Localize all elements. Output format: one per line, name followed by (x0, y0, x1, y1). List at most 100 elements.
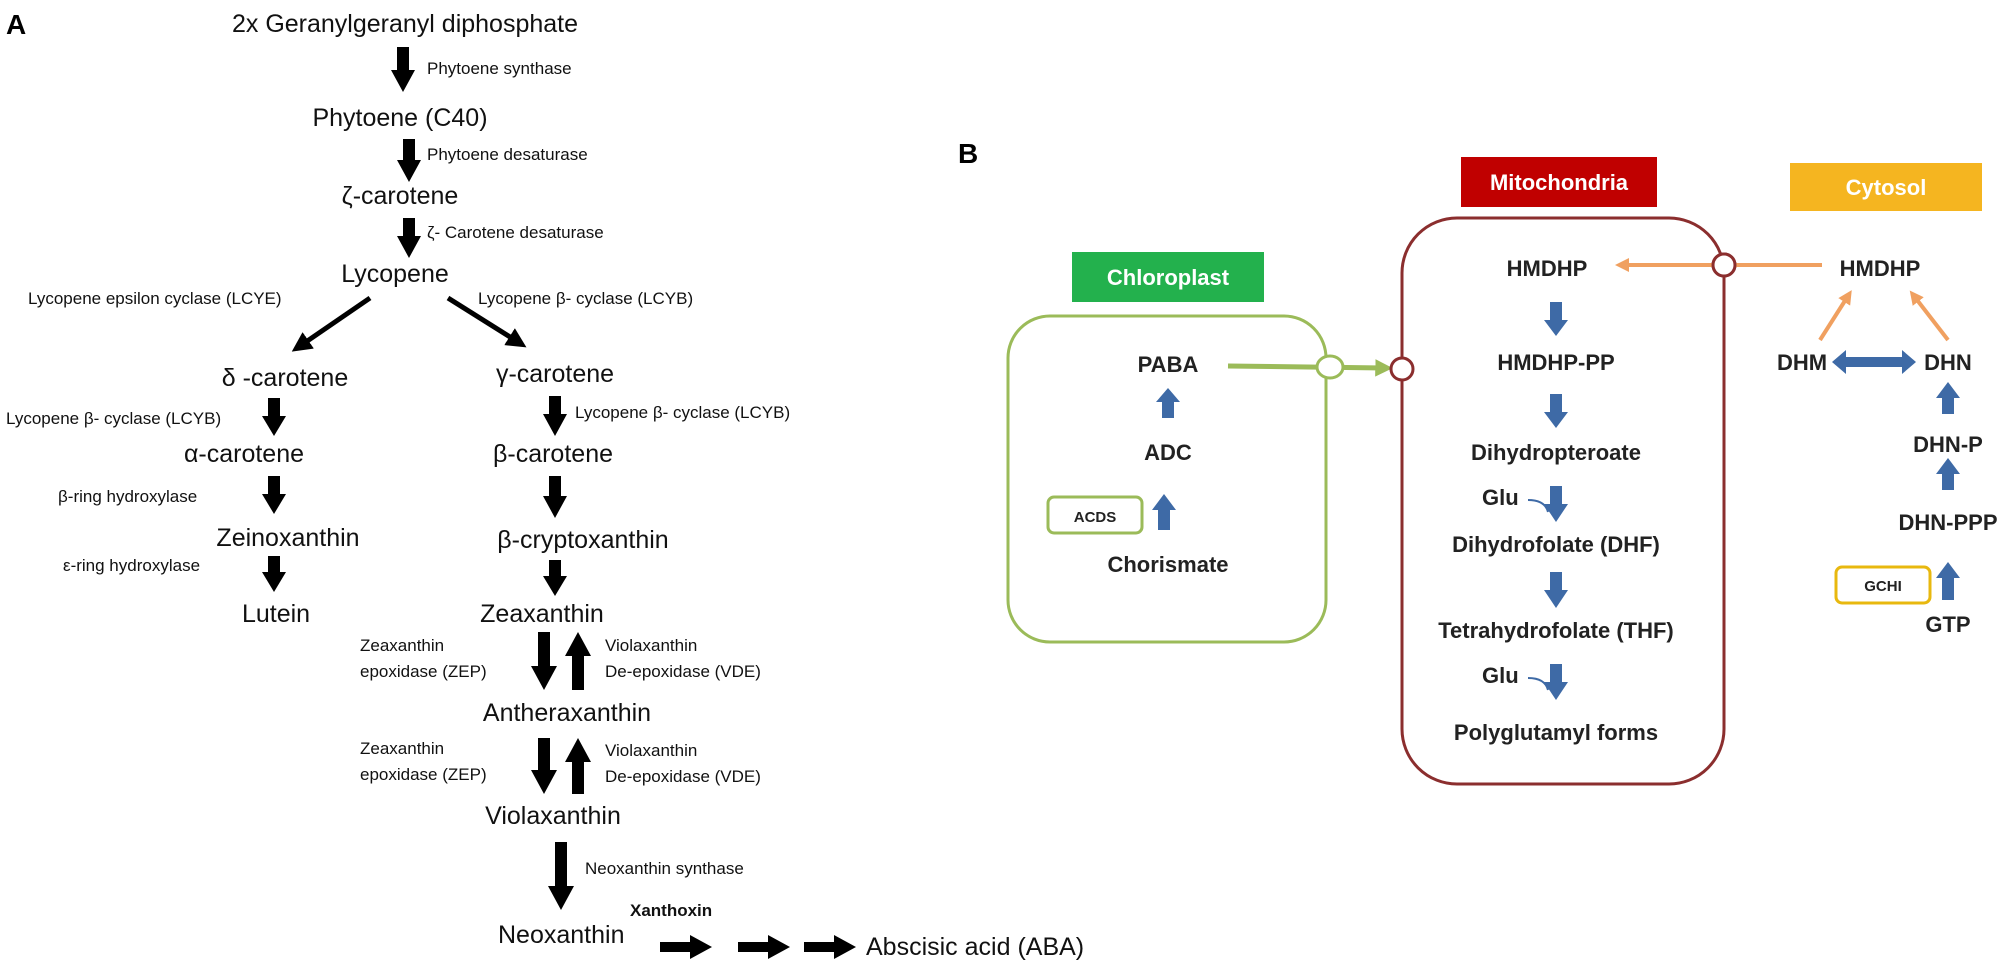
node-adc: ADC (1144, 440, 1192, 465)
node-glu1: Glu (1482, 485, 1519, 510)
enzyme-beta-ring: β-ring hydroxylase (58, 487, 197, 506)
node-dhn-ppp: DHN-PPP (1898, 510, 1997, 535)
arrow-dhnppp-dhnp (1936, 458, 1960, 490)
mitochondria-label: Mitochondria (1490, 170, 1629, 195)
arrow-gtp-dhnppp (1936, 562, 1960, 600)
node-antheraxanthin: Antheraxanthin (483, 699, 651, 727)
node-neoxanthin: Neoxanthin (498, 921, 624, 949)
node-violaxanthin: Violaxanthin (485, 802, 621, 830)
arrow-alpha-zeino (262, 476, 286, 514)
glu1-curve (1527, 499, 1549, 513)
chloroplast-compartment (1006, 314, 1328, 644)
arrow-dhnp-dhn (1936, 382, 1960, 414)
node-dhm: DHM (1777, 350, 1827, 375)
arrow-beta-crypto (543, 476, 567, 518)
node-chorismate: Chorismate (1107, 552, 1228, 577)
cytosol-header (1790, 163, 1982, 211)
enzyme-epsilon-ring: ε-ring hydroxylase (63, 556, 200, 575)
node-beta-cryptoxanthin: β-cryptoxanthin (497, 526, 668, 554)
enzyme-lcyb-gamma: Lycopene β- cyclase (LCYB) (575, 403, 790, 422)
enzyme-vde1-line1: Violaxanthin (605, 636, 697, 655)
arrow-zeta-lycopene (397, 218, 421, 258)
node-paba: PABA (1138, 352, 1199, 377)
node-dhn-p: DHN-P (1913, 432, 1983, 457)
enzyme-lcyb-right: Lycopene β- cyclase (LCYB) (478, 289, 693, 308)
node-mito-hmdhp: HMDHP (1507, 256, 1588, 281)
node-beta-carotene: β-carotene (493, 440, 613, 468)
arrow-pp-dihydropteroate (1544, 394, 1568, 428)
enzyme-vde1-line2: De-epoxidase (VDE) (605, 662, 761, 681)
node-dihydropteroate: Dihydropteroate (1471, 440, 1641, 465)
glu2-curve (1527, 677, 1549, 691)
node-gamma-carotene: γ-carotene (496, 360, 614, 388)
arrow-dhn-hmdhp (1909, 290, 1950, 342)
node-delta-carotene: δ -carotene (222, 364, 348, 392)
enzyme-zep1-line1: Zeaxanthin (360, 636, 444, 655)
node-aba: Abscisic acid (ABA) (866, 933, 1084, 961)
enzyme-zep2-line1: Zeaxanthin (360, 739, 444, 758)
mitochondria-transporter-left (1389, 356, 1415, 382)
node-zeta-carotene: ζ-carotene (342, 182, 459, 210)
enzyme-lcyb-left: Lycopene β- cyclase (LCYB) (6, 409, 221, 428)
enzyme-acds: ACDS (1074, 509, 1117, 526)
enzyme-neoxanthin-synthase: Neoxanthin synthase (585, 859, 744, 878)
node-dhf: Dihydrofolate (DHF) (1452, 532, 1660, 557)
arrow-anthera-zea-up (565, 632, 591, 690)
arrow-lycopene-delta (291, 295, 372, 352)
arrow-hmdhp-pp (1544, 302, 1568, 336)
node-lycopene: Lycopene (341, 260, 449, 288)
arrow-adc-paba (1156, 388, 1180, 418)
arrow-viola-anthera-up (565, 738, 591, 794)
panel-b-label: B (958, 138, 978, 169)
arrow-gamma-beta (543, 396, 567, 436)
chloroplast-header (1072, 252, 1264, 302)
enzyme-zep2-line2: epoxidase (ZEP) (360, 765, 487, 784)
cytosol-transporter (1711, 252, 1737, 278)
node-polyglutamyl: Polyglutamyl forms (1454, 720, 1658, 745)
enzyme-lcye: Lycopene epsilon cyclase (LCYE) (28, 289, 282, 308)
node-zeaxanthin: Zeaxanthin (480, 600, 604, 628)
mitochondria-compartment (1400, 216, 1726, 786)
arrow-aba-3 (804, 935, 856, 959)
node-lutein: Lutein (242, 600, 310, 628)
node-phytoene: Phytoene (C40) (312, 104, 487, 132)
node-alpha-carotene: α-carotene (184, 440, 304, 468)
node-thf: Tetrahydrofolate (THF) (1438, 618, 1673, 643)
node-dhn: DHN (1924, 350, 1972, 375)
arrow-dhm-hmdhp (1818, 290, 1852, 342)
cytosol-label: Cytosol (1846, 175, 1927, 200)
enzyme-gchi: GCHI (1864, 578, 1902, 595)
panel-a-label: A (6, 9, 26, 40)
gchi-box (1834, 565, 1932, 605)
node-xanthoxin: Xanthoxin (630, 901, 712, 920)
node-gtp: GTP (1925, 612, 1970, 637)
enzyme-phytoene-desaturase: Phytoene desaturase (427, 145, 588, 164)
node-glu2: Glu (1482, 663, 1519, 688)
arrow-phytoene-zeta (397, 139, 421, 182)
enzyme-vde2-line2: De-epoxidase (VDE) (605, 767, 761, 786)
arrow-aba-2 (738, 935, 790, 959)
arrow-dhm-dhn (1832, 350, 1916, 374)
arrow-thf-polyglutamyl (1544, 664, 1568, 700)
chloroplast-transporter (1315, 354, 1345, 380)
arrow-zeino-lutein (262, 556, 286, 592)
arrow-zea-anthera-down (531, 632, 557, 690)
enzyme-zep1-line2: epoxidase (ZEP) (360, 662, 487, 681)
chloroplast-label: Chloroplast (1107, 265, 1230, 290)
enzyme-zeta-desaturase: ζ- Carotene desaturase (427, 223, 604, 242)
arrow-delta-alpha (262, 398, 286, 436)
arrow-paba-transport (1227, 359, 1393, 377)
node-hmdhp-pp: HMDHP-PP (1497, 350, 1614, 375)
enzyme-phytoene-synthase: Phytoene synthase (427, 59, 572, 78)
arrow-aba-1 (660, 935, 712, 959)
enzyme-vde2-line1: Violaxanthin (605, 741, 697, 760)
arrow-chorismate-adc (1152, 494, 1176, 530)
arrow-dihydropteroate-dhf (1544, 486, 1568, 522)
arrow-anthera-viola-down (531, 738, 557, 794)
node-zeinoxanthin: Zeinoxanthin (216, 524, 359, 552)
arrow-ggpp-phytoene (391, 47, 415, 92)
acds-box (1046, 495, 1144, 535)
arrow-lycopene-gamma (446, 295, 527, 348)
node-ggpp: 2x Geranylgeranyl diphosphate (232, 10, 578, 38)
